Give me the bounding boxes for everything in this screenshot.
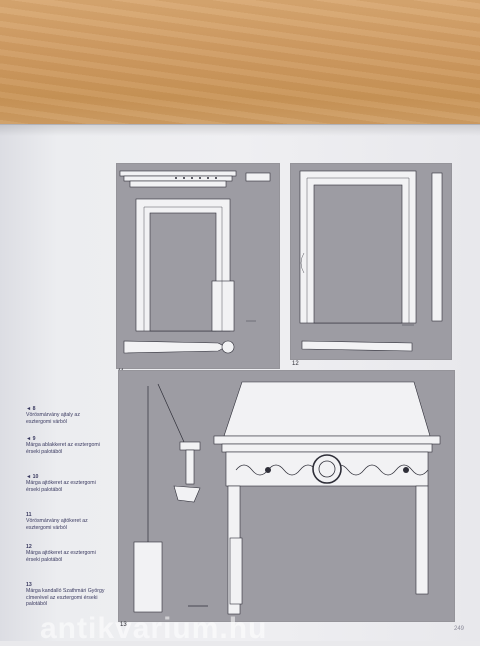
page-edge-shadow xyxy=(0,124,480,136)
profile-section xyxy=(123,340,224,354)
caption-13-number: 13 xyxy=(26,582,32,588)
cornice-base xyxy=(129,180,227,188)
frame-opening xyxy=(149,212,217,332)
cornice-top xyxy=(119,170,237,177)
right-leg xyxy=(415,485,429,595)
caption-13-text: Márga kandalló Szathmári György címeréve… xyxy=(26,588,105,608)
door-frame-2-drawing xyxy=(299,170,443,352)
caption-11-number: 11 xyxy=(26,512,32,518)
stone-fragment xyxy=(133,541,163,613)
door-frame-drawing xyxy=(119,170,271,354)
caption-12: 12 Márga ajtókeret az esztergomi érseki … xyxy=(26,544,106,563)
figure-11-plate xyxy=(116,163,280,369)
caption-8: ◄ 8 Vörösmárvány ajtaly az esztergomi vá… xyxy=(26,406,106,425)
jamb-section xyxy=(431,172,443,322)
watermark: antikvarium.hu xyxy=(40,612,268,645)
wooden-table-surface xyxy=(0,0,480,140)
caption-12-number: 12 xyxy=(26,544,32,550)
caption-13: 13 Márga kandalló Szathmári György címer… xyxy=(26,582,106,608)
figure-13-number: 13 xyxy=(120,622,127,628)
caption-11-text: Vörösmárvány ajtókeret az esztergomi vár… xyxy=(26,518,88,531)
frame-plinth xyxy=(211,280,235,332)
figure-12-plate xyxy=(290,163,452,360)
caption-9: ◄ 9 Márga ablakkeret az esztergomi érsek… xyxy=(26,436,106,455)
caption-9-text: Márga ablakkeret az esztergomi érseki pa… xyxy=(26,442,100,455)
fireplace-hood xyxy=(223,381,431,437)
frame-opening xyxy=(313,184,403,324)
column-section xyxy=(229,537,243,605)
fireplace-mantel xyxy=(213,435,441,445)
caption-10: ◄ 10 Márga ajtókeret az esztergomi érsek… xyxy=(26,474,106,493)
caption-8-number: ◄ 8 xyxy=(26,406,36,412)
caption-11: 11 Vörösmárvány ajtókeret az esztergomi … xyxy=(26,512,106,531)
figure-12-number: 12 xyxy=(292,361,299,367)
caption-10-text: Márga ajtókeret az esztergomi érseki pal… xyxy=(26,480,96,493)
bracket-top xyxy=(179,441,201,451)
caption-12-text: Márga ajtókeret az esztergomi érseki pal… xyxy=(26,550,96,563)
cornice-fragment xyxy=(245,172,271,182)
coat-of-arms xyxy=(312,454,342,484)
profile-section xyxy=(301,340,413,352)
caption-10-number: ◄ 10 xyxy=(26,474,39,480)
mantel-moulding xyxy=(221,443,433,453)
profile-end xyxy=(221,340,235,354)
figure-13-plate xyxy=(118,370,455,622)
fireplace-drawing xyxy=(133,381,441,615)
bracket-body xyxy=(185,449,195,485)
frieze-rosette-right xyxy=(403,467,409,473)
bracket-base xyxy=(173,485,201,503)
caption-9-number: ◄ 9 xyxy=(26,436,36,442)
wood-grain-texture xyxy=(0,0,480,140)
frieze-rosette-left xyxy=(265,467,271,473)
page-number: 249 xyxy=(453,626,464,632)
caption-8-text: Vörösmárvány ajtaly az esztergomi várból xyxy=(26,412,80,425)
